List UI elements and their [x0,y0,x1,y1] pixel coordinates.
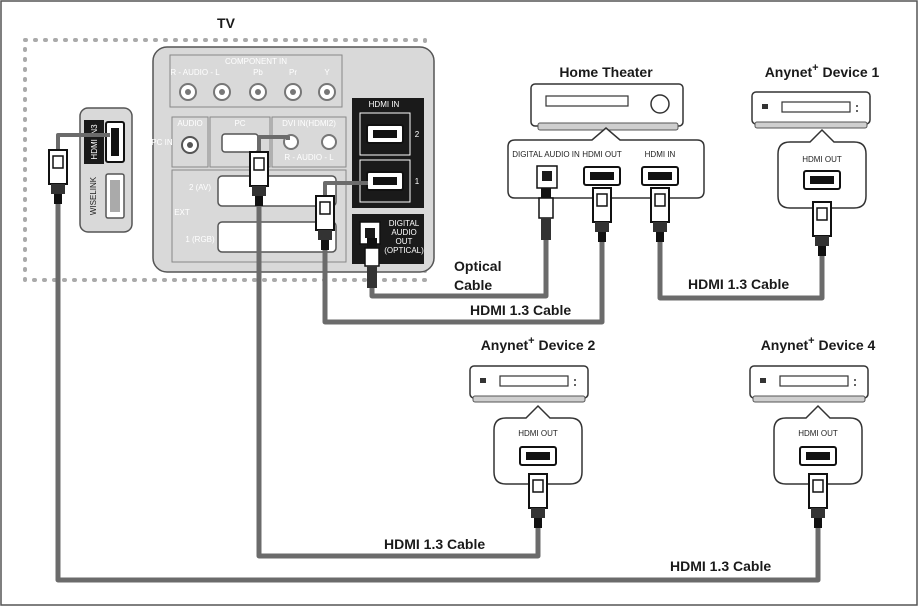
optical-plug-ht-boot [541,218,551,240]
device-2-hdmi-port [519,446,557,466]
tv-title: TV [217,15,236,31]
wiselink-label: WISELINK [89,176,98,215]
optical-plug-ht-body [538,197,554,219]
hdmi-1-port [366,171,404,191]
optical-cable-label-line-2: Cable [454,277,492,293]
device-2-callout [493,404,583,485]
component-pr-label: Pr [289,68,297,77]
device-1-hdmi-port [803,170,841,190]
hdmi-cable-dev2-label: HDMI 1.3 Cable [384,536,485,552]
device-4-callout [773,404,863,485]
vga-port [221,133,259,153]
rca-pb-pin [255,89,261,95]
hdmi-cable-ht-to-tv [322,240,605,325]
ext-2-label: 2 (AV) [189,183,211,192]
hdmi-cable-dev4-label: HDMI 1.3 Cable [670,558,771,574]
optical-cable-label-line-1: Optical [454,258,501,274]
dvi-label: DVI IN(HDMI2) [282,119,336,128]
device-4-port-label: HDMI OUT [798,429,838,438]
component-in-block [169,54,343,108]
usb-socket [110,180,120,212]
home-theater-knob [650,94,670,114]
hdmi-in3-tag [84,120,104,164]
pc-in-label: PC IN [151,138,173,147]
hdmi-in-label: HDMI IN [369,100,400,109]
digital-audio-out-line-2: AUDIO [391,228,416,237]
device-4-player [749,365,869,403]
ext-label: EXT [174,208,190,217]
device-1-player [751,91,871,129]
ht-hdmi-in-port [641,166,679,186]
digital-audio-out-line-3: OUT [396,237,413,246]
hdmi-cable-stub-tv-port-1 [323,181,368,200]
ht-digital-audio-in-label: DIGITAL AUDIO IN [512,150,580,159]
device-1-port-label: HDMI OUT [802,155,842,164]
optical-plug-tv-boot [367,266,377,288]
rca-audio-l-pin [219,89,225,95]
hdmi-1-number: 1 [415,177,420,186]
dvi-audio-l-port [321,134,337,150]
hdmi-cable-tv-to-device-2 [256,206,541,559]
optical-cable [369,240,549,299]
hdmi-cable-ht-tv-label: HDMI 1.3 Cable [470,302,571,318]
device-4-hdmi-port [799,446,837,466]
rca-pr-pin [290,89,296,95]
component-pb-label: Pb [253,68,263,77]
pc-audio-label: AUDIO [177,119,202,128]
device-2-title: Anynet+ Device 2 [481,335,596,353]
ht-optical-in-socket [542,171,552,181]
optical-out-socket [365,228,375,238]
device-4-title: Anynet+ Device 4 [761,335,876,353]
hdmi-2-number: 2 [415,130,420,139]
ht-hdmi-out-port [583,166,621,186]
digital-audio-out-line-4: (OPTICAL) [384,246,424,255]
rca-y-pin [324,89,330,95]
hdmi-2-port [366,124,404,144]
optical-plug-ht-tip [541,188,551,198]
hdmi-cable-stub-tv-in3 [56,133,110,152]
hdmi-in3-socket [111,128,119,156]
device-1-callout [777,128,867,209]
dvi-audio-label: R - AUDIO - L [284,153,334,162]
ht-hdmi-out-label: HDMI OUT [582,150,622,159]
optical-plug-tv-body [364,247,380,267]
device-2-player [469,365,589,403]
pc-label: PC [234,119,245,128]
ht-hdmi-in-label: HDMI IN [645,150,676,159]
scart-1-port [217,221,337,253]
hdmi-cable-tv-to-device-4 [55,204,821,583]
device-1-title: Anynet+ Device 1 [765,62,880,80]
scart-2-port [217,175,337,207]
device-2-port-label: HDMI OUT [518,429,558,438]
pc-audio-pin [187,142,193,148]
optical-plug-tv-tip [367,238,377,248]
digital-audio-out-line-1: DIGITAL [389,219,420,228]
hdmi-cable-ht-dev1-label: HDMI 1.3 Cable [688,276,789,292]
home-theater-tray [545,95,629,107]
rca-audio-r-pin [185,89,191,95]
component-in-label: COMPONENT IN [225,57,287,66]
hdmi-cable-ht-to-device-1 [657,240,825,301]
hdmi-in3-label: HDMI IN3 [90,124,99,160]
component-y-label: Y [324,68,330,77]
component-audio-label: R - AUDIO - L [170,68,220,77]
ext-1-label: 1 (RGB) [185,235,215,244]
home-theater-title: Home Theater [559,64,653,80]
